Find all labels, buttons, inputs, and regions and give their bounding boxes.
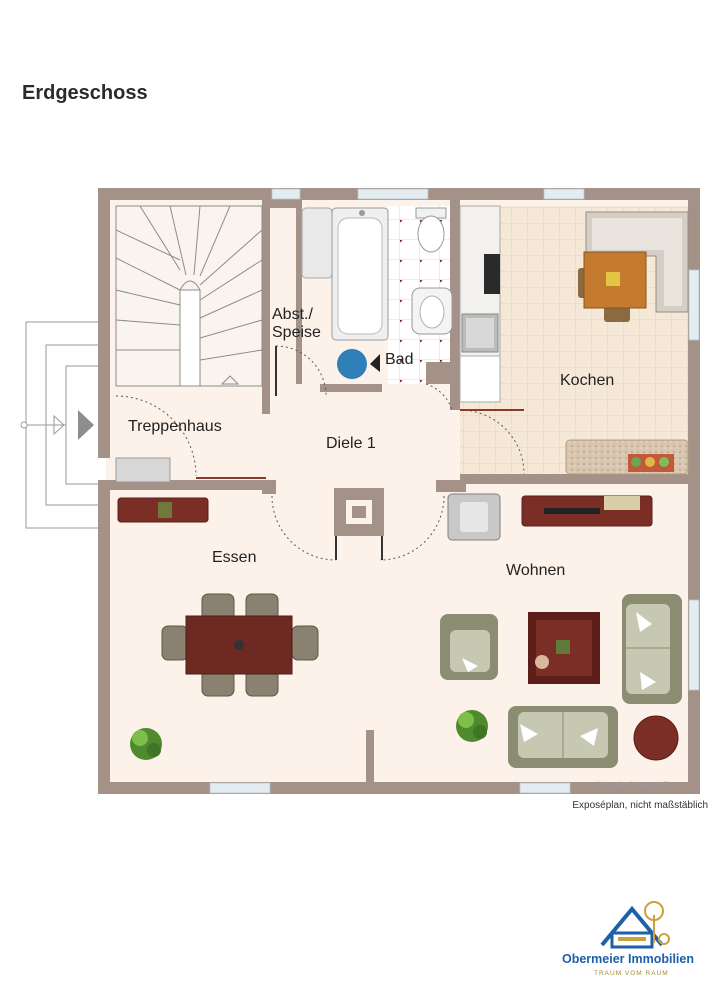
- kitchen-counter: [459, 205, 689, 475]
- plant-icon: [456, 710, 488, 742]
- bathtub-icon: [331, 207, 389, 341]
- toilet-icon: [415, 207, 447, 253]
- label-essen: Essen: [212, 549, 256, 566]
- door-swings: [115, 345, 525, 561]
- staircase-icon: [115, 205, 263, 387]
- label-bad: Bad: [385, 351, 413, 368]
- floor-title: Erdgeschoss: [22, 82, 148, 104]
- armchair-icon: [440, 614, 498, 680]
- logo-tagline: TRAUM VOM RAUM: [594, 970, 669, 977]
- entrance-arrow-icon: [78, 410, 94, 440]
- coffee-table-icon: [528, 612, 600, 684]
- laundry-bin: [337, 349, 367, 379]
- label-diele: Diele 1: [326, 435, 376, 452]
- sink-counter: [115, 457, 171, 483]
- dining-table-icon: [578, 251, 647, 322]
- label-abst-line1: Abst./: [272, 306, 313, 323]
- label-abst-line2: Speise: [272, 324, 321, 341]
- entrance-porch: [20, 321, 98, 529]
- chimney: [334, 488, 384, 536]
- logo-name: Obermeier Immobilien: [562, 952, 694, 966]
- dining-table-icon: [161, 593, 319, 697]
- illustration-credit: illustration©immoGrafik: [597, 781, 670, 789]
- scale-note: Exposéplan, nicht maßstäblich: [572, 800, 708, 811]
- label-wohnen: Wohnen: [506, 562, 565, 579]
- label-kochen: Kochen: [560, 372, 614, 389]
- storage-shelf: [301, 207, 333, 279]
- sink-icon: [411, 287, 453, 335]
- windows: [209, 188, 700, 794]
- plant-icon: [130, 728, 162, 760]
- side-table: [633, 715, 679, 761]
- house-logo-icon: [600, 901, 670, 949]
- label-treppenhaus: Treppenhaus: [128, 418, 222, 435]
- sofa-icon: [622, 594, 682, 704]
- sofa-icon: [508, 706, 618, 768]
